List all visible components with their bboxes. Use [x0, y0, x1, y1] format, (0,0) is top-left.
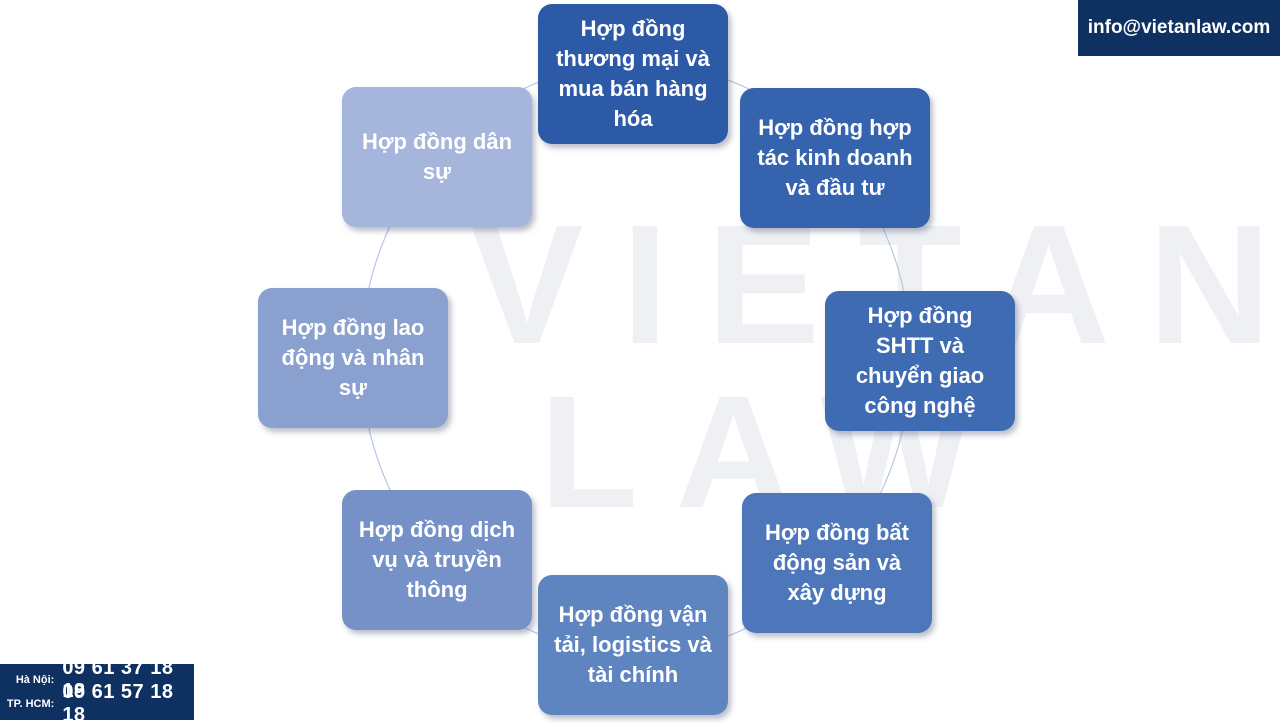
- node-label: Hợp đồng dịch vụ và truyền thông: [358, 517, 516, 602]
- node-label: Hợp đồng lao động và nhân sự: [281, 315, 425, 400]
- phone-label-hanoi: Hà Nội:: [15, 674, 55, 686]
- node-label: Hợp đồng hợp tác kinh doanh và đầu tư: [757, 115, 913, 200]
- phone-number-hanoi[interactable]: 09 61 37 18 18: [62, 657, 174, 702]
- node-transport-logistics-finance-contracts: Hợp đồng vận tải, logistics và tài chính: [538, 575, 728, 715]
- node-labor-hr-contracts: Hợp đồng lao động và nhân sự: [258, 288, 448, 428]
- node-label: Hợp đồng SHTT và chuyển giao công nghệ: [855, 303, 985, 418]
- node-service-media-contracts: Hợp đồng dịch vụ và truyền thông: [342, 490, 532, 630]
- node-business-cooperation-contracts: Hợp đồng hợp tác kinh doanh và đầu tư: [740, 88, 930, 228]
- email-text: info@vietanlaw.com: [1087, 17, 1271, 38]
- node-label: Hợp đồng dân sự: [361, 129, 513, 184]
- phone-row-hcm: TP. HCM: 09 61 57 18 18: [6, 681, 188, 726]
- node-commercial-contracts: Hợp đồng thương mại và mua bán hàng hóa: [538, 4, 728, 144]
- node-label: Hợp đồng bất động sản và xây dựng: [765, 520, 909, 605]
- phone-row-hanoi: Hà Nội: 09 61 37 18 18: [6, 657, 188, 702]
- phone-number-hcm[interactable]: 09 61 57 18 18: [62, 681, 174, 726]
- node-civil-contracts: Hợp đồng dân sự: [342, 87, 532, 227]
- node-label: Hợp đồng vận tải, logistics và tài chính: [554, 602, 712, 687]
- node-real-estate-construction-contracts: Hợp đồng bất động sản và xây dựng: [742, 493, 932, 633]
- node-label: Hợp đồng thương mại và mua bán hàng hóa: [556, 16, 710, 131]
- node-ip-technology-transfer-contracts: Hợp đồng SHTT và chuyển giao công nghệ: [825, 291, 1015, 431]
- phone-label-hcm: TP. HCM:: [6, 698, 55, 710]
- email-contact-link[interactable]: info@vietanlaw.com: [1078, 0, 1280, 56]
- phone-contact-box: Hà Nội: 09 61 37 18 18 TP. HCM: 09 61 57…: [0, 657, 194, 726]
